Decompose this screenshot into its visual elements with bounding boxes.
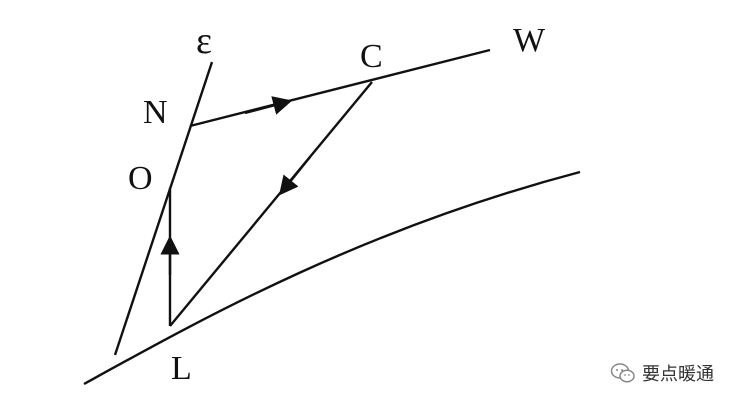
- label-n: N: [143, 94, 168, 131]
- label-w: W: [513, 22, 546, 59]
- epsilon-line: [113, 61, 214, 356]
- watermark-text: 要点暖通: [642, 364, 714, 385]
- saturation-curve: [83, 170, 581, 386]
- label-epsilon: ε: [196, 20, 212, 62]
- arrow-c-to-l: [278, 156, 311, 196]
- label-l: L: [171, 350, 192, 387]
- wechat-icon: [610, 363, 635, 383]
- label-c: C: [360, 38, 383, 75]
- label-o: O: [128, 160, 153, 197]
- watermark: 要点暖通: [610, 360, 714, 386]
- arrow-n-to-c: [244, 96, 293, 115]
- nw-line: [189, 48, 491, 128]
- cl-line: [169, 81, 373, 327]
